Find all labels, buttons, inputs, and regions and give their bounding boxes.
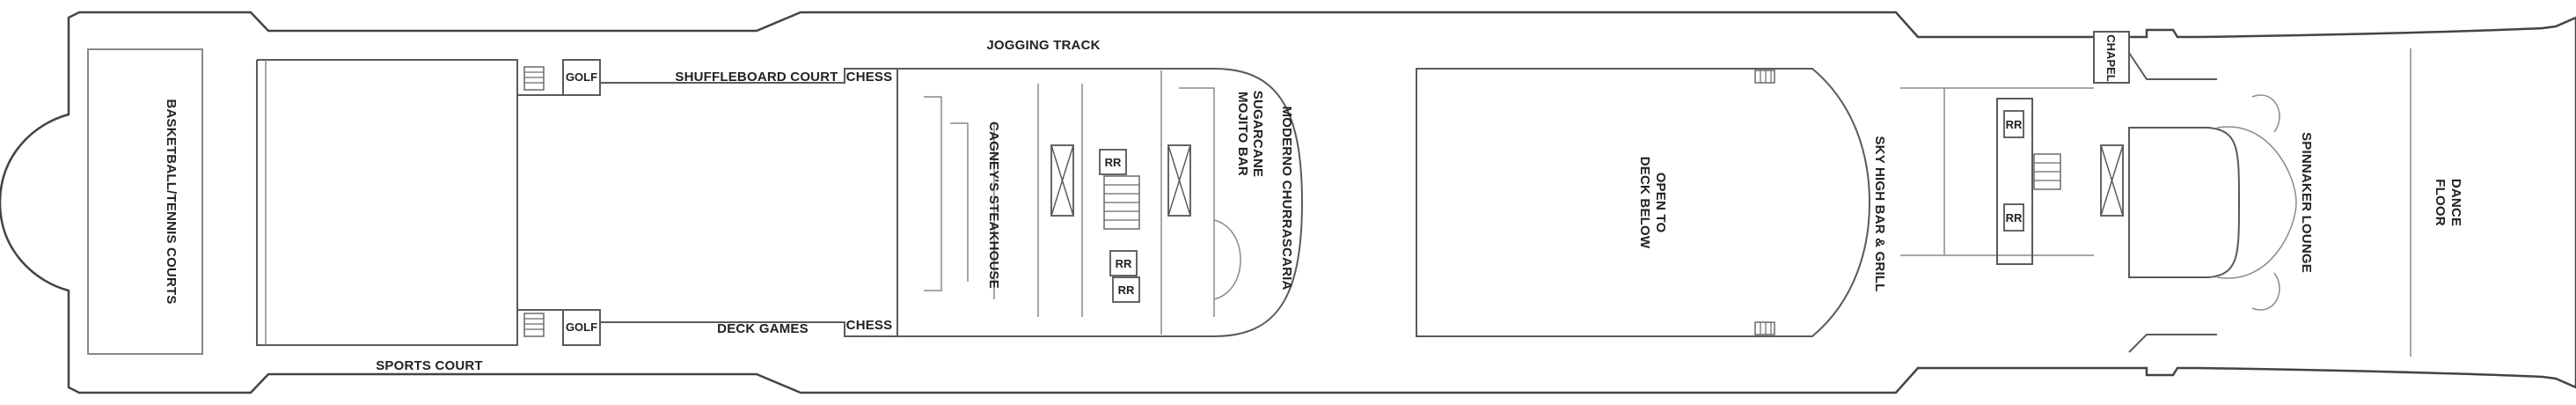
golf-box-bottom[interactable] <box>562 309 601 346</box>
stairs-mid <box>1103 175 1140 230</box>
restroom-box-2[interactable] <box>1109 250 1138 276</box>
mojito-bar-label: MOJITO BAR <box>1235 92 1250 176</box>
restroom-box-4[interactable] <box>2003 110 2024 138</box>
rr-label-3: RR <box>1118 284 1135 297</box>
chess-label-bottom: CHESS <box>846 318 893 333</box>
dance-label: DANCE <box>2448 179 2463 226</box>
chess-label-top: CHESS <box>846 70 893 85</box>
moderno-churrascaria-label: MODERNO CHURRASCARIA <box>1279 107 1294 291</box>
spinnaker-lounge-outline <box>2128 127 2240 278</box>
floor-label: FLOOR <box>2433 179 2448 226</box>
golf-label-top: GOLF <box>566 70 597 84</box>
stairs-aft-top <box>523 66 545 91</box>
rr-label-2: RR <box>1116 257 1132 270</box>
sky-high-bar-label: SKY HIGH BAR & GRILL <box>1872 136 1887 291</box>
stairs-open-bottom <box>1754 321 1775 335</box>
spinnaker-lounge-label: SPINNAKER LOUNGE <box>2299 132 2314 273</box>
stairs-open-top <box>1754 70 1775 84</box>
restroom-box-1[interactable] <box>1099 149 1127 175</box>
chapel-room[interactable] <box>2093 31 2130 84</box>
chapel-label: CHAPEL <box>2104 34 2118 82</box>
sugarcane-label: SUGARCANE <box>1250 91 1265 177</box>
stairs-aft-bottom <box>523 313 545 337</box>
basketball-court-label: BASKETBALL/TENNIS COURTS <box>164 99 179 304</box>
elevator-x-box-1 <box>1050 144 1074 217</box>
open-to-label: OPEN TO <box>1653 173 1668 233</box>
cagneys-steakhouse-label: CAGNEY'S STEAKHOUSE <box>986 122 1001 289</box>
deck-games-label: DECK GAMES <box>717 321 809 336</box>
basketball-court-area[interactable] <box>87 48 203 355</box>
restroom-box-3[interactable] <box>1112 276 1140 303</box>
shuffleboard-label: SHUFFLEBOARD COURT <box>675 70 838 85</box>
open-to-deck-below-area <box>1416 68 1871 337</box>
elevator-x-box-3 <box>2100 144 2124 217</box>
sports-court-label: SPORTS COURT <box>376 358 483 373</box>
sky-high-bar-outline <box>1900 87 2094 256</box>
elevator-x-box-2 <box>1167 144 1191 217</box>
jogging-track-label: JOGGING TRACK <box>986 38 1100 53</box>
rr-label-5: RR <box>2006 211 2023 225</box>
rr-label-4: RR <box>2006 118 2023 131</box>
restaurant-block-outline <box>896 68 1304 337</box>
deck-below-label: DECK BELOW <box>1637 157 1652 249</box>
golf-label-bottom: GOLF <box>566 320 597 334</box>
restroom-box-5[interactable] <box>2003 203 2024 232</box>
stairs-forward <box>2033 153 2061 190</box>
rr-label-1: RR <box>1105 156 1122 169</box>
golf-box-top[interactable] <box>562 59 601 96</box>
ship-hull-outline <box>0 11 2576 394</box>
